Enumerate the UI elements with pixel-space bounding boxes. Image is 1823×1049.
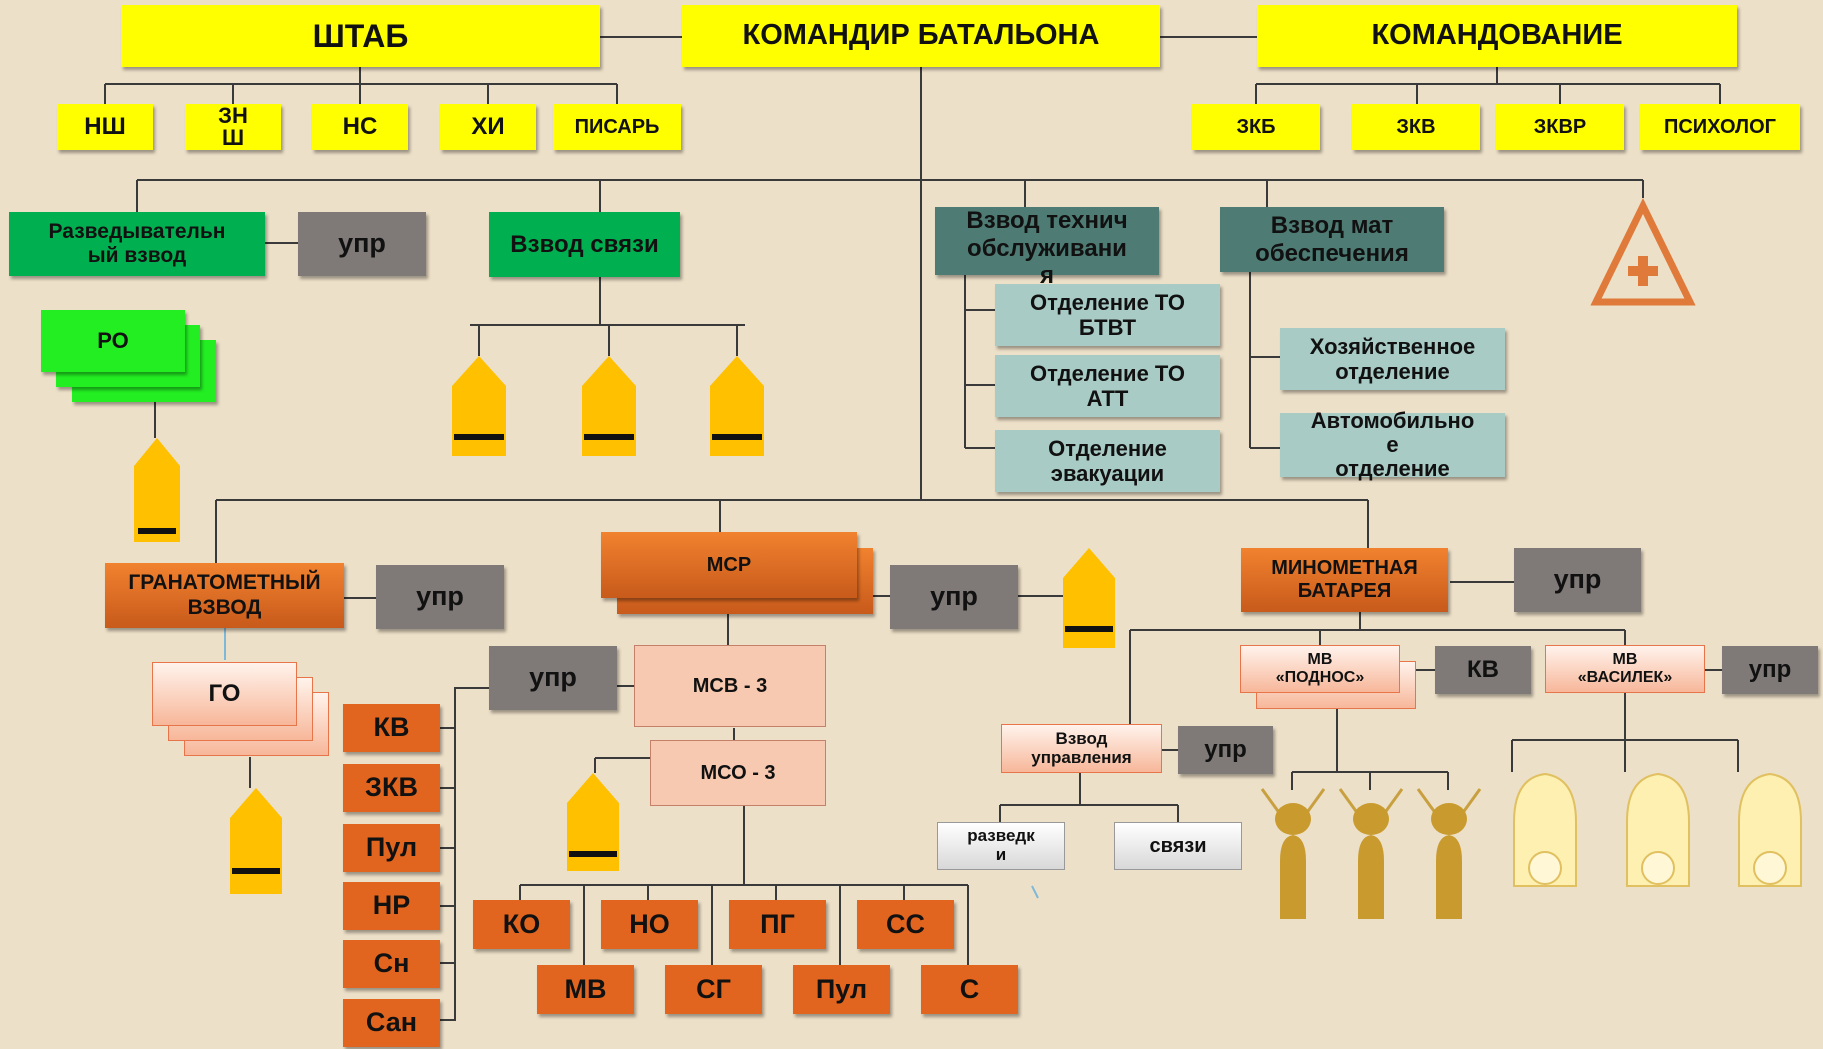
mortar-shell-icon	[1626, 772, 1690, 887]
command-staff-psychologist: ПСИХОЛОГ	[1640, 104, 1800, 150]
grenade-upr-box: упр	[376, 565, 504, 629]
mso-box: МСО - 3	[650, 740, 826, 806]
hq-staff-ns: НШ	[57, 104, 153, 150]
command-staff-zkv: ЗКВ	[1352, 104, 1480, 150]
recon-platoon-box: Разведывательн ый взвод	[9, 212, 265, 276]
msv-box: МСВ - 3	[634, 645, 826, 727]
mortar-bomb-icon	[1338, 788, 1404, 919]
supply-section-automobile: Автомобильно е отделение	[1280, 408, 1505, 481]
mortar-recon-box: разведк и	[937, 822, 1065, 870]
hq-staff-znsh: ЗН Ш	[185, 104, 281, 150]
mortar-control-platoon-box: Взвод управления	[1001, 724, 1162, 773]
mortar-bomb-icon	[1260, 788, 1326, 919]
chevron-icon	[134, 438, 180, 542]
grenade-platoon-box: ГРАНАТОМЕТНЫЙ ВЗВОД	[105, 563, 344, 628]
msv-upr-box: упр	[489, 646, 617, 710]
commander-box: КОМАНДИР БАТАЛЬОНА	[682, 5, 1160, 67]
hq-staff-clerk: ПИСАРЬ	[553, 104, 681, 150]
signal-platoon-box: Взвод связи	[489, 212, 680, 277]
msr-staff-nr: НР	[343, 882, 440, 930]
command-staff-zkvr: ЗКВР	[1496, 104, 1624, 150]
msr-staff-sn: Сн	[343, 940, 440, 988]
medical-cross-icon	[1590, 198, 1696, 306]
chevron-icon	[567, 773, 619, 871]
chevron-icon	[710, 356, 764, 456]
podnos-kv-box: КВ	[1435, 646, 1531, 694]
squad-ko: КО	[473, 900, 570, 949]
tech-section-evacuation: Отделение эвакуации	[995, 430, 1220, 492]
podnos-box: МВ «ПОДНОС»	[1240, 645, 1400, 693]
squad-mv: МВ	[537, 965, 634, 1014]
squad-sg: СГ	[665, 965, 762, 1014]
mortar-shell-icon	[1513, 772, 1577, 887]
squad-pul: Пул	[793, 965, 890, 1014]
chevron-icon	[230, 788, 282, 894]
command-box: КОМАНДОВАНИЕ	[1257, 5, 1737, 67]
squad-no: НО	[601, 900, 698, 949]
squad-ss: СС	[857, 900, 954, 949]
hq-box: ШТАБ	[121, 5, 600, 67]
supply-platoon-box: Взвод мат обеспечения	[1220, 207, 1444, 272]
msr-upr-box: упр	[890, 565, 1018, 629]
squad-s: С	[921, 965, 1018, 1014]
msr-staff-san: Сан	[343, 999, 440, 1047]
squad-pg: ПГ	[729, 900, 826, 949]
msr-staff-kv: КВ	[343, 704, 440, 752]
recon-upr-box: упр	[298, 212, 426, 276]
mortar-shell-icon	[1738, 772, 1802, 887]
ro-box: РО	[41, 310, 185, 372]
command-staff-zkb: ЗКБ	[1192, 104, 1320, 150]
tech-section-att: Отделение ТО АТТ	[995, 355, 1220, 417]
go-box: ГО	[152, 662, 297, 726]
tech-platoon-box: Взвод технич обслуживани я	[935, 207, 1159, 289]
tech-section-btvt: Отделение ТО БТВТ	[995, 284, 1220, 346]
msr-staff-zkv: ЗКВ	[343, 764, 440, 812]
msr-box: МСР	[601, 532, 857, 598]
supply-section-household: Хозяйственное отделение	[1280, 328, 1505, 390]
mortar-bomb-icon	[1416, 788, 1482, 919]
chevron-icon	[1063, 548, 1115, 648]
hq-staff-ns2: НС	[312, 104, 408, 150]
vasilek-box: МВ «ВАСИЛЕК»	[1545, 645, 1705, 693]
mortar-control-upr-box: упр	[1178, 726, 1273, 774]
mortar-upr-box: упр	[1514, 548, 1641, 612]
mortar-signal-box: связи	[1114, 822, 1242, 870]
msr-staff-pul: Пул	[343, 824, 440, 872]
chevron-icon	[452, 356, 506, 456]
chevron-icon	[582, 356, 636, 456]
hq-staff-hi: ХИ	[440, 104, 536, 150]
vasilek-upr-box: упр	[1722, 646, 1818, 694]
mortar-battery-box: МИНОМЕТНАЯ БАТАРЕЯ	[1241, 548, 1448, 612]
